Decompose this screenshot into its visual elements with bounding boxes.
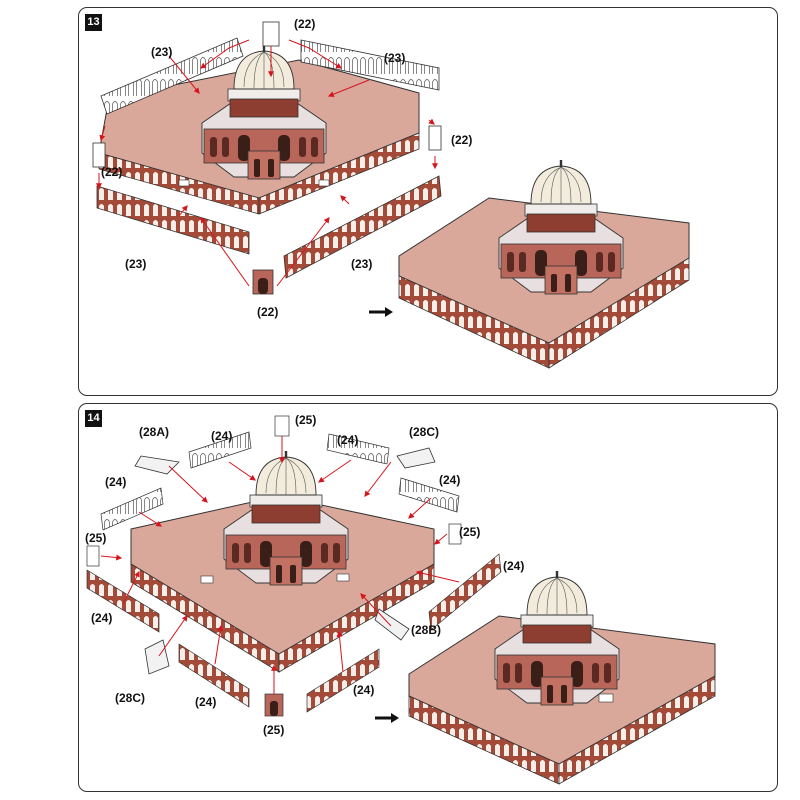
assembled-model bbox=[398, 159, 690, 369]
fence-part-23 bbox=[100, 37, 244, 115]
label-24: (24) bbox=[503, 559, 524, 573]
step-number-14: 14 bbox=[85, 410, 102, 427]
label-23: (23) bbox=[151, 45, 172, 59]
label-24: (24) bbox=[211, 429, 232, 443]
label-22: (22) bbox=[257, 305, 278, 319]
label-25: (25) bbox=[459, 525, 480, 539]
label-25: (25) bbox=[295, 413, 316, 427]
floor-slot-icon bbox=[336, 573, 350, 582]
floor-slot-icon bbox=[200, 575, 214, 584]
label-22: (22) bbox=[101, 165, 122, 179]
wall-part-23 bbox=[96, 185, 250, 255]
label-22: (22) bbox=[451, 133, 472, 147]
label-25: (25) bbox=[263, 723, 284, 737]
ramp-pieces-28 bbox=[134, 447, 436, 675]
floor-slot-icon bbox=[178, 179, 190, 187]
label-23: (23) bbox=[125, 257, 146, 271]
label-24: (24) bbox=[195, 695, 216, 709]
wall-part-23 bbox=[283, 175, 442, 279]
label-24: (24) bbox=[105, 475, 126, 489]
gate-part-22 bbox=[428, 125, 442, 151]
step-13-diagram: (22) (23) (23) (22) (22) (23) (23) (22) bbox=[92, 17, 690, 369]
label-28b: (28B) bbox=[411, 623, 441, 637]
assembly-arrows bbox=[100, 436, 460, 694]
gate-part-22 bbox=[92, 142, 106, 168]
label-23: (23) bbox=[351, 257, 372, 271]
label-24: (24) bbox=[337, 433, 358, 447]
label-24: (24) bbox=[439, 473, 460, 487]
floor-slot-icon bbox=[318, 179, 330, 187]
label-22: (22) bbox=[294, 17, 315, 31]
gate-part-22 bbox=[262, 21, 280, 47]
label-28c: (28C) bbox=[115, 691, 145, 705]
label-23: (23) bbox=[384, 51, 405, 65]
label-28a: (28A) bbox=[139, 425, 169, 439]
step-14-panel: 14 bbox=[78, 403, 778, 792]
label-24: (24) bbox=[91, 611, 112, 625]
assembly-arrows bbox=[96, 39, 438, 287]
label-24: (24) bbox=[353, 683, 374, 697]
fence-pieces-24 bbox=[86, 431, 502, 713]
label-25: (25) bbox=[85, 531, 106, 545]
step-13-panel: 13 bbox=[78, 7, 778, 396]
step-14-diagram: (28A) (24) (25) (24) (28C) (24) (24) (25… bbox=[85, 413, 716, 785]
step-number-13: 13 bbox=[85, 14, 102, 31]
fence-part-23 bbox=[300, 39, 440, 91]
assembled-model bbox=[408, 570, 716, 785]
label-28c: (28C) bbox=[409, 425, 439, 439]
corner-pieces-25 bbox=[86, 415, 462, 717]
